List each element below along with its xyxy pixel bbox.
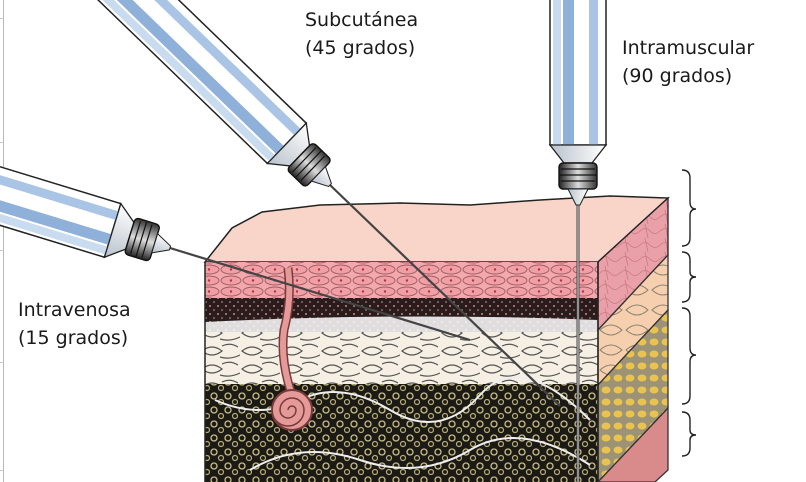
connective-tissue-layer (205, 332, 598, 384)
border-tick (0, 362, 4, 363)
blood-vessel (271, 267, 313, 431)
border-tick (0, 250, 4, 251)
left-border-line (3, 0, 4, 482)
intramuscular-angle: (90 grados) (622, 65, 733, 87)
intramuscular-name: Intramuscular (622, 37, 755, 59)
intravenous-angle: (15 grados) (18, 327, 129, 349)
epidermis-layer (205, 262, 598, 298)
intramuscular-label: Intramuscular (90 grados) (622, 34, 754, 90)
layer-braces (681, 169, 697, 457)
intravenous-syringe (0, 97, 179, 276)
intravenous-needle (169, 246, 471, 342)
subcutaneous-name: Subcutánea (305, 9, 419, 31)
subcutaneous-needle (329, 184, 561, 407)
intravenous-label: Intravenosa (15 grados) (18, 296, 131, 352)
subcutaneous-label: Subcutánea (45 grados) (305, 6, 418, 62)
border-tick (0, 470, 4, 471)
intravenous-name: Intravenosa (18, 299, 131, 321)
border-tick (0, 18, 4, 19)
subcutaneous-fat-layer (205, 384, 598, 482)
subcutaneous-syringe (7, 0, 351, 206)
intramuscular-syringe (549, 0, 607, 206)
skin-top-surface (203, 195, 670, 263)
subcutaneous-angle: (45 grados) (305, 37, 416, 59)
border-tick (0, 142, 4, 143)
side-muscle (597, 406, 669, 482)
